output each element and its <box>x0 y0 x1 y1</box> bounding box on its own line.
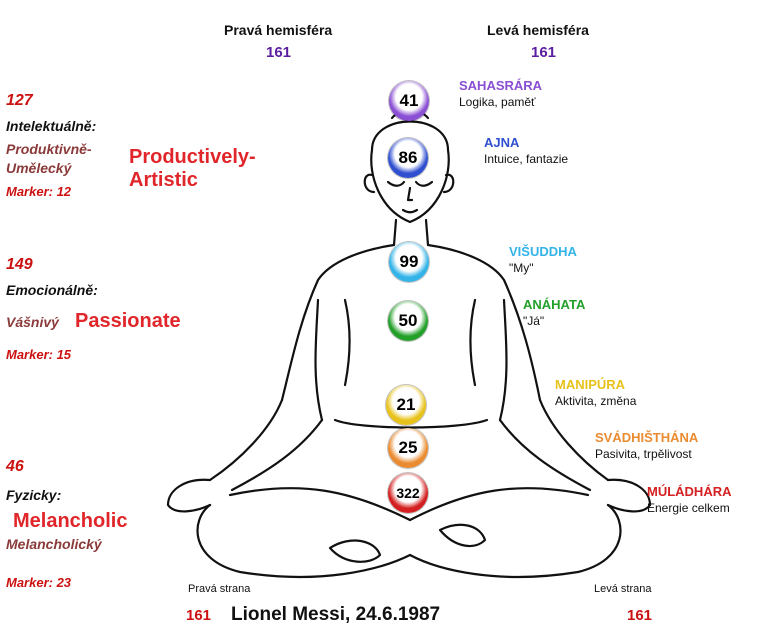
emotional-category: Emocionálně: <box>6 282 98 298</box>
chakra-ball-sahasrara: 41 <box>389 81 429 121</box>
chakra-value: 99 <box>399 252 419 271</box>
chakra-name-svadhisthana: SVÁDHIŠTHÁNA <box>595 430 699 445</box>
chakra-value: 86 <box>398 148 418 167</box>
chakra-desc-sahasrara: Logika, paměť <box>459 95 536 109</box>
intellectual-marker: Marker: 12 <box>6 184 72 199</box>
chakra-ball-svadhisthana: 25 <box>388 428 428 468</box>
emotional-value: 149 <box>6 256 33 273</box>
emotional-english: Passionate <box>75 310 181 332</box>
left-hemisphere-value: 161 <box>531 44 557 61</box>
chakra-ball-visuddha: 99 <box>389 242 429 282</box>
right-side-value: 161 <box>186 607 212 624</box>
person-name-date: Lionel Messi, 24.6.1987 <box>231 604 441 625</box>
chakra-desc-ajna: Intuice, fantazie <box>484 152 569 166</box>
chakra-name-muladhara: MÚLÁDHÁRA <box>647 484 732 499</box>
chakra-name-anahata: ANÁHATA <box>523 297 586 312</box>
chakra-desc-muladhara: Energie celkem <box>647 501 730 515</box>
physical-english: Melancholic <box>13 510 128 532</box>
chakra-ball-muladhara: 322 <box>388 473 428 513</box>
intellectual-english-line-2: Artistic <box>129 169 198 191</box>
chakra-desc-manipura: Aktivita, změna <box>555 394 637 408</box>
right-side-label: Pravá strana <box>188 583 251 595</box>
intellectual-type-line-2: Umělecký <box>6 160 72 176</box>
chakra-desc-svadhisthana: Pasivita, trpělivost <box>595 447 692 461</box>
right-hemisphere-value: 161 <box>266 44 292 61</box>
left-side-value: 161 <box>627 607 653 624</box>
chakra-ball-anahata: 50 <box>388 301 428 341</box>
chakra-name-manipura: MANIPÚRA <box>555 377 626 392</box>
chakra-name-sahasrara: SAHASRÁRA <box>459 78 543 93</box>
intellectual-value: 127 <box>6 92 33 109</box>
chakra-desc-visuddha: "My" <box>509 261 534 275</box>
chakra-value: 25 <box>398 438 418 457</box>
chakra-value: 322 <box>396 485 420 501</box>
chakra-ball-ajna: 86 <box>388 138 428 178</box>
intellectual-category: Intelektuálně: <box>6 118 97 134</box>
chakra-ball-manipura: 21 <box>386 385 426 425</box>
emotional-type: Vášnivý <box>6 314 59 330</box>
chakra-name-visuddha: VIŠUDDHA <box>509 244 577 259</box>
physical-value: 46 <box>6 458 24 475</box>
physical-marker: Marker: 23 <box>6 575 72 590</box>
left-side-label: Levá strana <box>594 583 652 595</box>
physical-type: Melancholický <box>6 536 102 552</box>
chakra-value: 21 <box>396 395 416 414</box>
emotional-marker: Marker: 15 <box>6 347 72 362</box>
intellectual-type-line-1: Produktivně- <box>6 141 92 157</box>
intellectual-english-line-1: Productively- <box>129 146 256 168</box>
chakra-value: 50 <box>398 311 418 330</box>
physical-category: Fyzicky: <box>6 487 62 503</box>
chakra-value: 41 <box>399 91 419 110</box>
chakra-name-ajna: AJNA <box>484 135 520 150</box>
right-hemisphere-title: Pravá hemisféra <box>224 22 333 38</box>
left-hemisphere-title: Levá hemisféra <box>487 22 589 38</box>
chakra-desc-anahata: "Já" <box>523 314 545 328</box>
